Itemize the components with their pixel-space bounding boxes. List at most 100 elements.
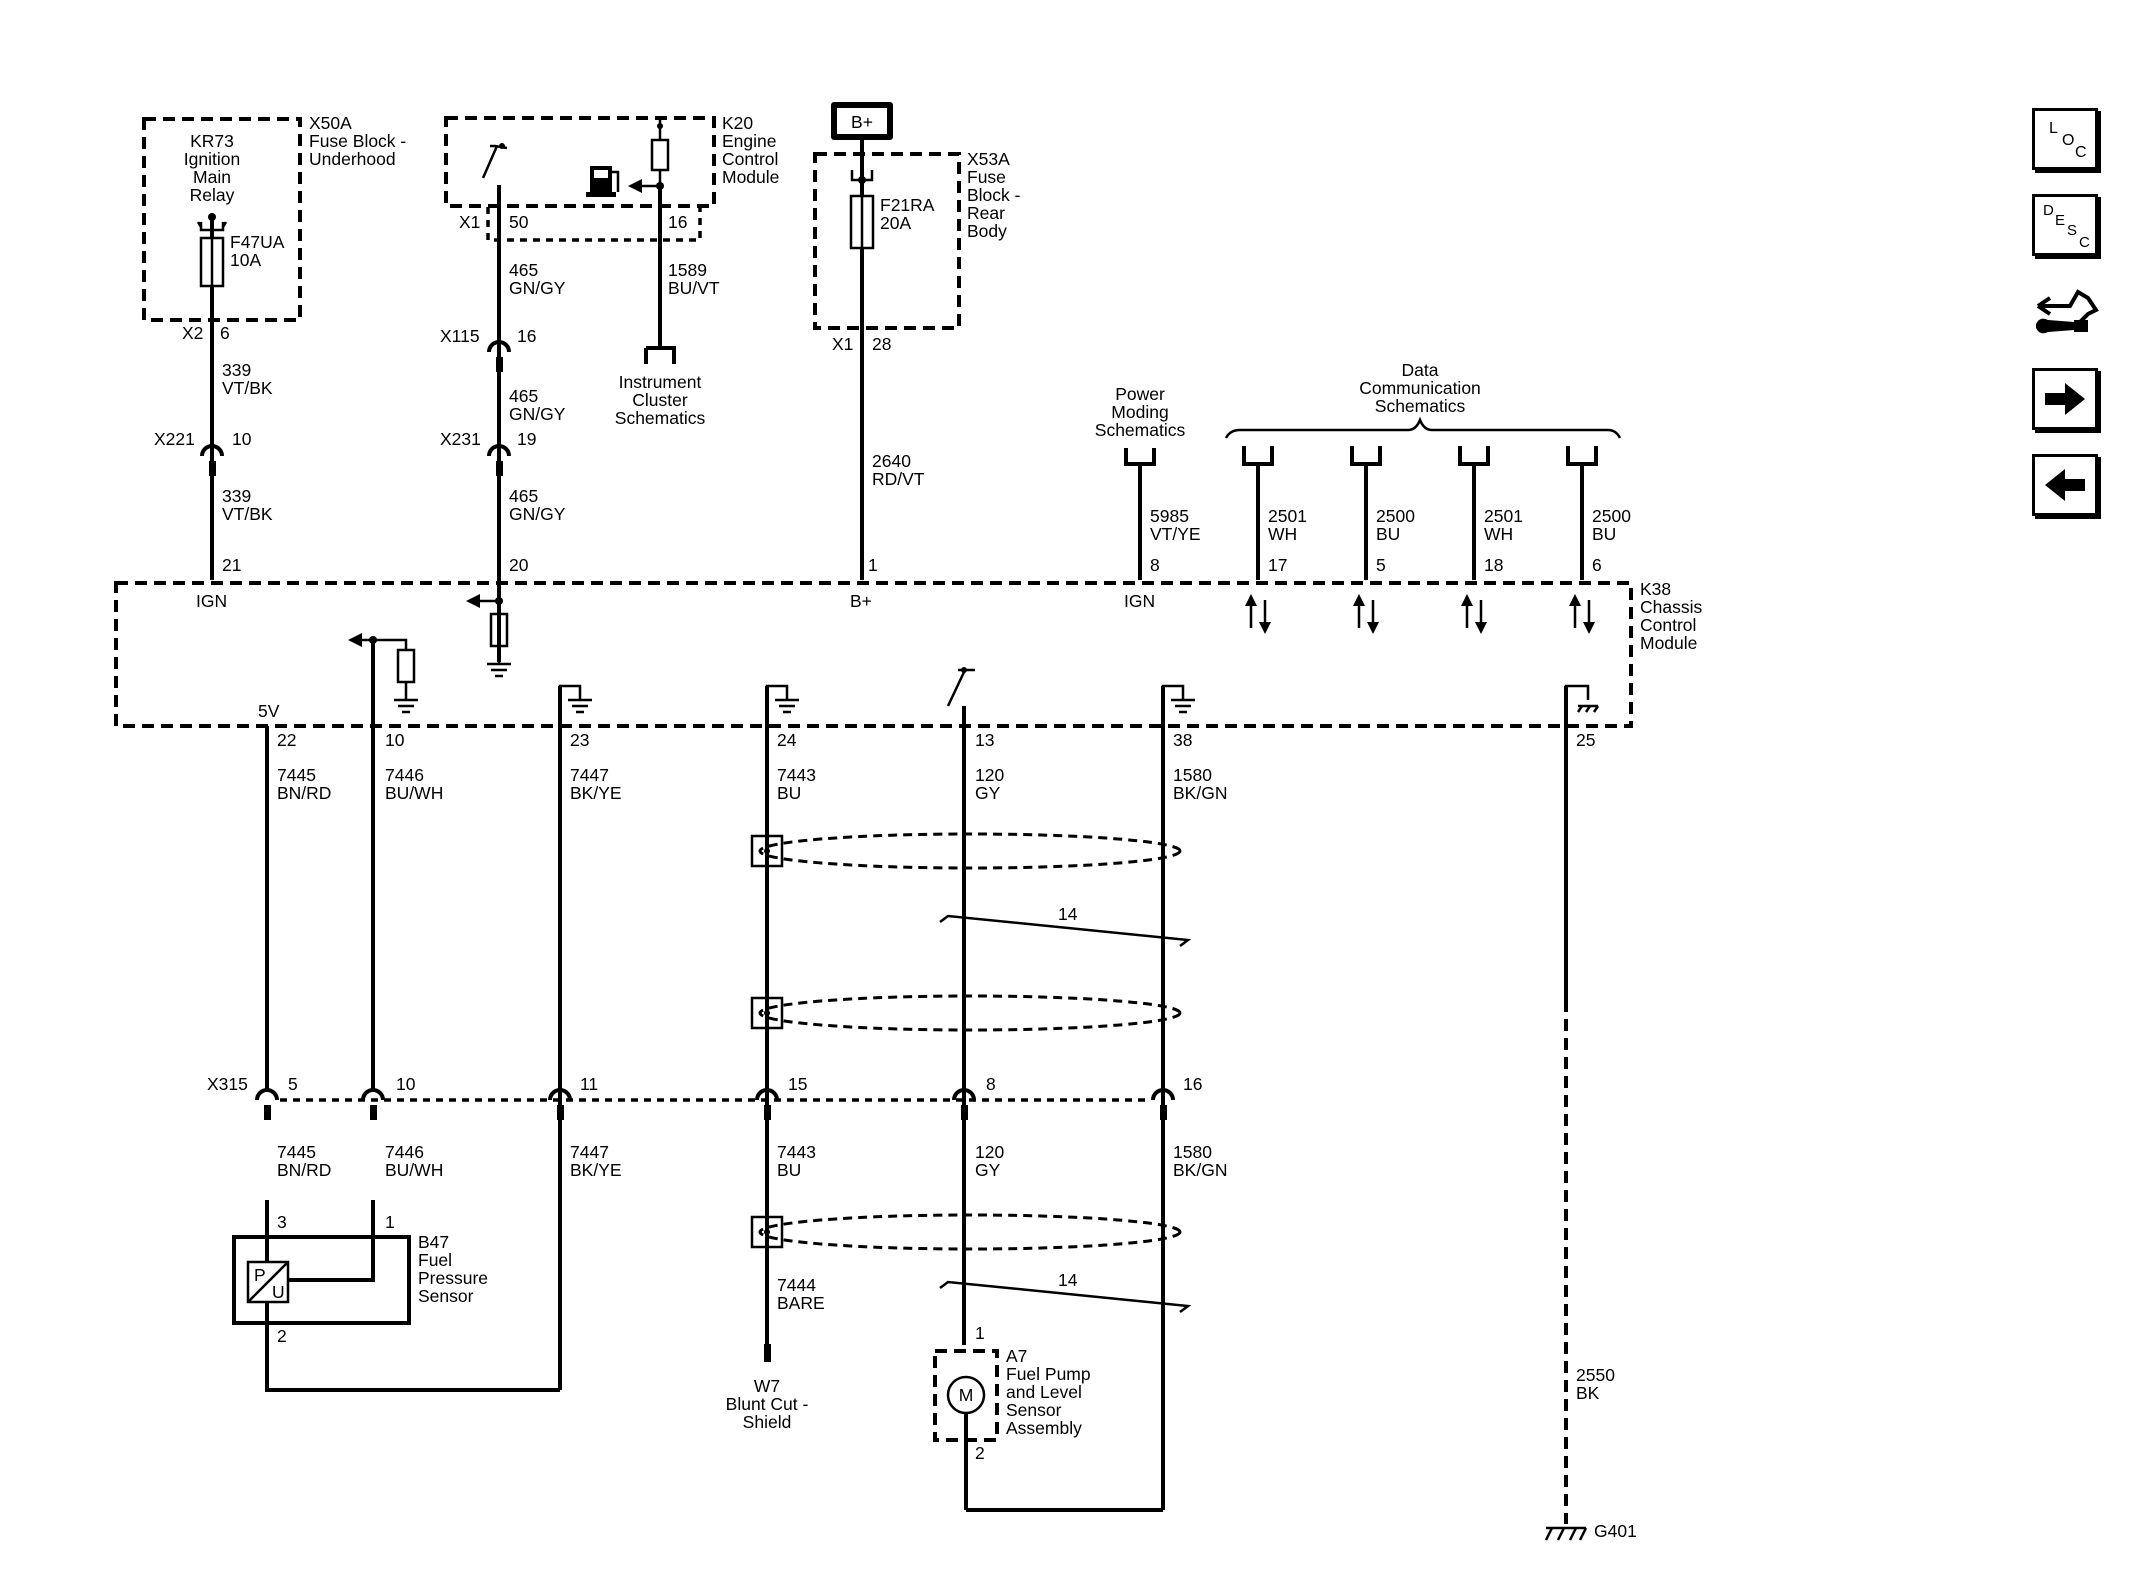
w7-blunt-cut-shield-label: W7 Blunt Cut - Shield (726, 1376, 809, 1432)
x53a-fuse-block: X53A Fuse Block - Rear Body F21RA 20A (813, 149, 1021, 330)
svg-text:BN/RD: BN/RD (277, 783, 331, 803)
svg-text:X315: X315 (207, 1074, 248, 1094)
svg-text:X221: X221 (154, 429, 195, 449)
svg-text:Relay: Relay (190, 185, 235, 205)
svg-text:7445: 7445 (277, 1142, 316, 1162)
svg-text:K38: K38 (1640, 579, 1671, 599)
svg-text:BK/GN: BK/GN (1173, 1160, 1227, 1180)
data-communication-schematics-label[interactable]: Data Communication Schematics (1359, 360, 1481, 416)
description-icon: D E S C (2043, 202, 2090, 251)
svg-text:7447: 7447 (570, 1142, 609, 1162)
resistor-icon (650, 138, 670, 172)
switch-icon (946, 668, 975, 707)
svg-text:465: 465 (509, 260, 538, 280)
svg-text:14: 14 (1058, 1270, 1078, 1290)
location-button[interactable]: L O C (2032, 108, 2098, 170)
power-moding-link (1124, 448, 1156, 466)
svg-text:IGN: IGN (1124, 591, 1155, 611)
previous-page-button[interactable] (2032, 454, 2098, 516)
svg-text:Instrument: Instrument (619, 372, 702, 392)
ground-icon (775, 698, 799, 714)
svg-text:Main: Main (193, 167, 231, 187)
svg-text:W7: W7 (754, 1376, 780, 1396)
svg-text:Sensor: Sensor (418, 1286, 474, 1306)
svg-text:25: 25 (1576, 730, 1595, 750)
svg-text:F21RA: F21RA (880, 195, 935, 215)
svg-text:Underhood: Underhood (309, 149, 396, 169)
svg-text:BU/VT: BU/VT (668, 278, 720, 298)
svg-text:BK/YE: BK/YE (570, 1160, 622, 1180)
fuel-pump-icon (586, 166, 620, 197)
svg-text:IGN: IGN (196, 591, 227, 611)
svg-text:Ignition: Ignition (184, 149, 240, 169)
svg-text:8: 8 (1150, 555, 1160, 575)
svg-text:X1: X1 (832, 334, 853, 354)
svg-text:2501: 2501 (1484, 506, 1523, 526)
svg-text:GN/GY: GN/GY (509, 404, 566, 424)
svg-text:BK/YE: BK/YE (570, 783, 622, 803)
k38-chassis-control-module: K38 Chassis Control Module IGN B+ IGN 5V (114, 579, 1702, 728)
power-moding-schematics-label[interactable]: Power Moding Schematics (1095, 384, 1186, 440)
svg-text:1589: 1589 (668, 260, 707, 280)
svg-text:Data: Data (1402, 360, 1439, 380)
svg-text:19: 19 (517, 429, 536, 449)
svg-text:D: D (2043, 202, 2054, 219)
next-page-button[interactable] (2032, 368, 2098, 430)
svg-text:Moding: Moding (1111, 402, 1168, 422)
svg-text:7446: 7446 (385, 765, 424, 785)
svg-text:X231: X231 (440, 429, 481, 449)
svg-text:E: E (2055, 212, 2065, 229)
svg-text:2550: 2550 (1576, 1365, 1615, 1385)
svg-text:2: 2 (277, 1326, 287, 1346)
connector-repair-button[interactable] (2030, 276, 2102, 344)
svg-text:1580: 1580 (1173, 765, 1212, 785)
svg-text:B47: B47 (418, 1232, 449, 1252)
svg-text:Fuel: Fuel (418, 1250, 452, 1270)
svg-text:Block -: Block - (967, 185, 1021, 205)
svg-text:Blunt Cut -: Blunt Cut - (726, 1394, 809, 1414)
svg-text:BU: BU (777, 783, 801, 803)
svg-text:10A: 10A (230, 250, 261, 270)
svg-text:X53A: X53A (967, 149, 1010, 169)
svg-text:1: 1 (385, 1212, 395, 1232)
svg-text:RD/VT: RD/VT (872, 469, 925, 489)
svg-text:O: O (2062, 132, 2074, 149)
svg-text:VT/YE: VT/YE (1150, 524, 1201, 544)
svg-text:Control: Control (1640, 615, 1696, 635)
svg-text:1580: 1580 (1173, 1142, 1212, 1162)
svg-text:BARE: BARE (777, 1293, 825, 1313)
svg-text:8: 8 (986, 1074, 996, 1094)
svg-text:B+: B+ (851, 112, 873, 132)
description-button[interactable]: D E S C (2032, 194, 2098, 256)
svg-text:X1: X1 (459, 212, 480, 232)
twisted-pair-marker: 14 14 (939, 904, 1192, 1313)
ground-icon (568, 698, 592, 714)
svg-text:Assembly: Assembly (1006, 1418, 1082, 1438)
svg-text:21: 21 (222, 555, 241, 575)
svg-text:A7: A7 (1006, 1346, 1027, 1366)
connector-x315: X315 5 10 11 15 8 16 (207, 1074, 1202, 1120)
connector-x231-female (487, 444, 511, 457)
svg-text:BN/RD: BN/RD (277, 1160, 331, 1180)
instrument-cluster-schematics-label[interactable]: Instrument Cluster Schematics (615, 372, 706, 428)
svg-text:X2: X2 (182, 323, 203, 343)
svg-text:Rear: Rear (967, 203, 1005, 223)
chassis-ground-icon (1576, 704, 1600, 713)
svg-text:20: 20 (509, 555, 529, 575)
switch-icon (481, 144, 508, 179)
svg-text:16: 16 (517, 326, 536, 346)
x50a-fuse-block: X50A Fuse Block - Underhood KR73 Ignitio… (142, 113, 406, 322)
svg-text:VT/BK: VT/BK (222, 378, 273, 398)
svg-text:5: 5 (288, 1074, 298, 1094)
svg-text:7443: 7443 (777, 765, 816, 785)
svg-text:BU: BU (1376, 524, 1400, 544)
svg-text:13: 13 (975, 730, 994, 750)
svg-text:1: 1 (975, 1323, 985, 1343)
svg-text:7444: 7444 (777, 1275, 816, 1295)
instrument-cluster-link (644, 346, 676, 364)
svg-text:Chassis: Chassis (1640, 597, 1702, 617)
svg-text:Power: Power (1115, 384, 1165, 404)
svg-text:5985: 5985 (1150, 506, 1189, 526)
svg-text:22: 22 (277, 730, 296, 750)
